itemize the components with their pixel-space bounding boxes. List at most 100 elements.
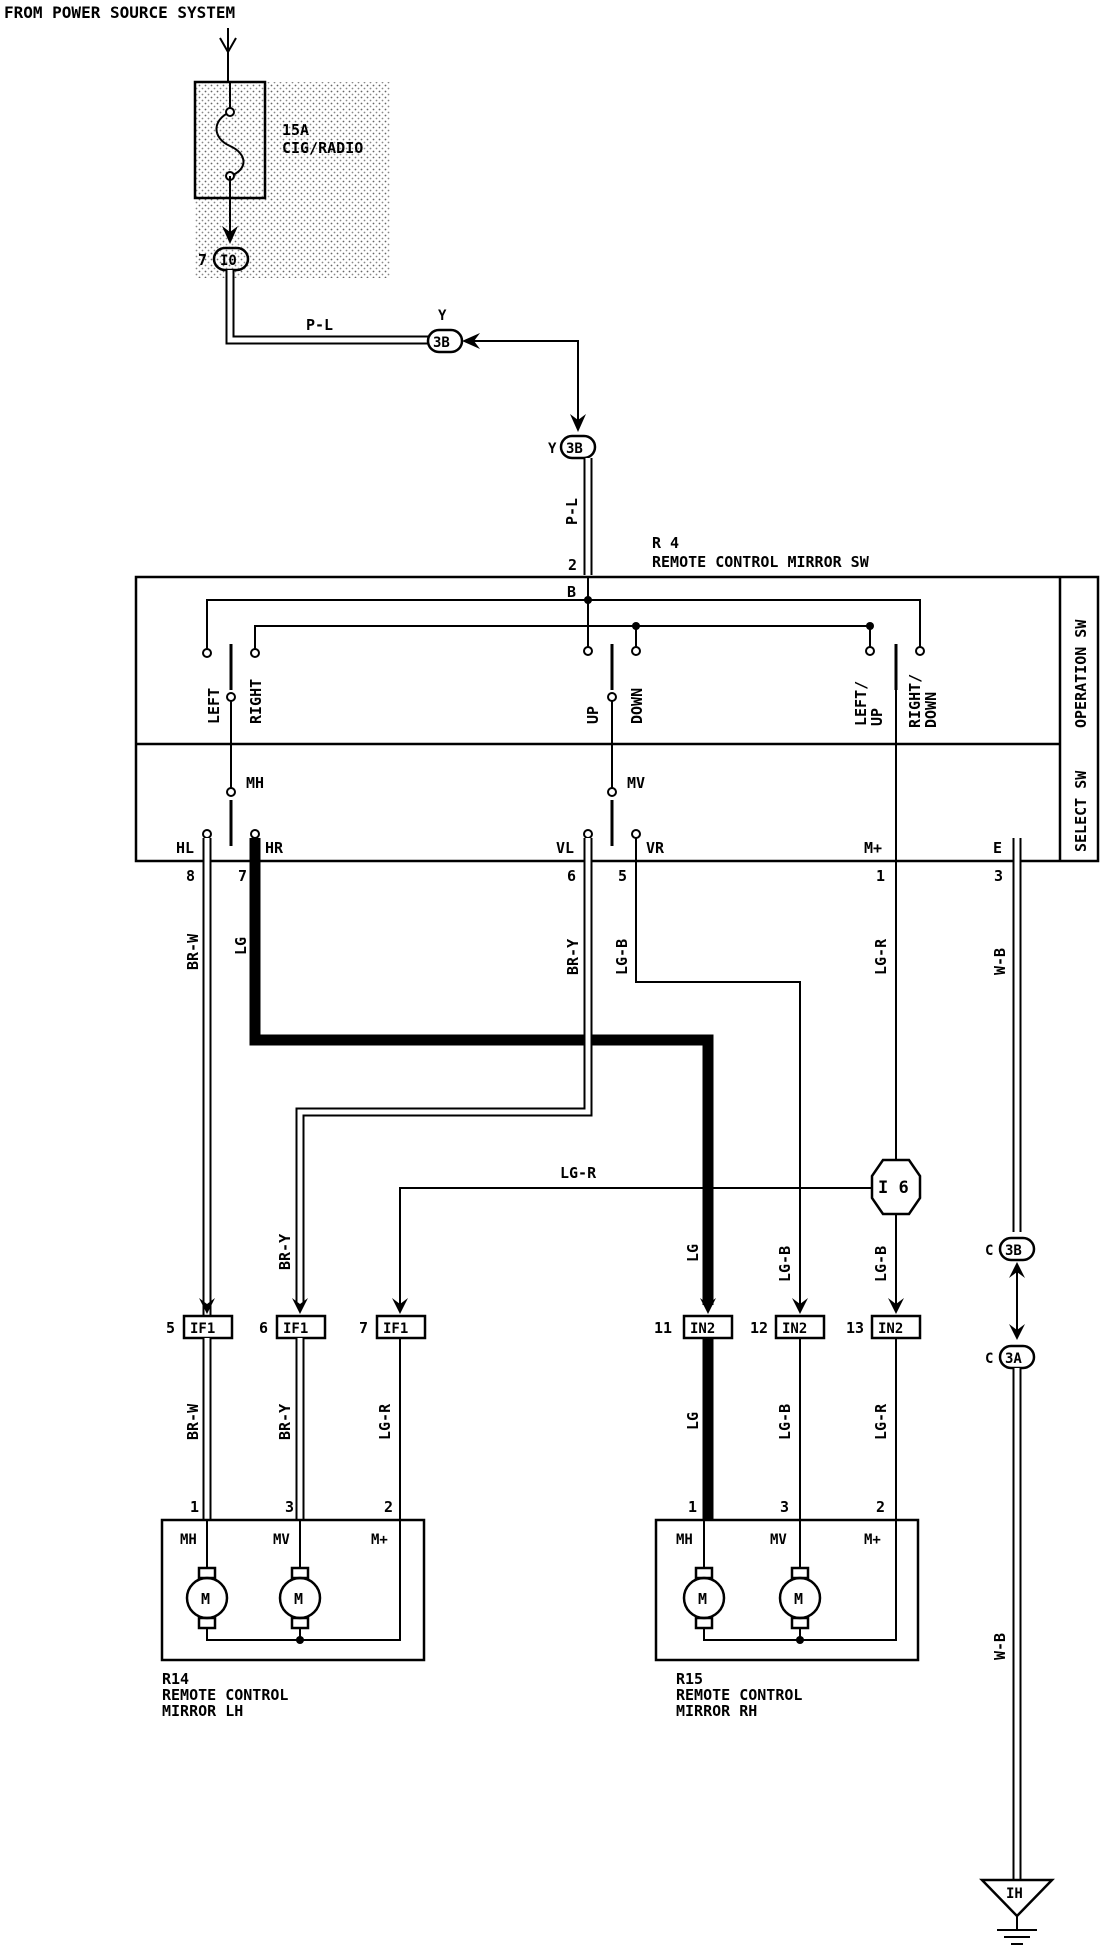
junction-in2-12-id: IN2 <box>782 1321 807 1337</box>
motor-label-3: M <box>698 1590 707 1608</box>
junction-in2-13-pin: 13 <box>846 1319 864 1337</box>
junction-if1-6-pin: 6 <box>259 1319 268 1337</box>
mirror-lh-pin-3: 3 <box>285 1498 294 1516</box>
ground-icon <box>997 1916 1037 1945</box>
mirror-lh-pin-1: 1 <box>190 1498 199 1516</box>
arrow-down-icon-3 <box>1009 1324 1025 1340</box>
mirror-lh-name2: MIRROR LH <box>162 1702 243 1720</box>
junction-if1-7-pin: 7 <box>359 1319 368 1337</box>
terminal-vr: VR <box>646 839 665 857</box>
switch-id: R 4 <box>652 534 679 552</box>
wire-label-br-y-bottom: BR-Y <box>276 1404 294 1440</box>
arrow-down-icon-2 <box>570 414 586 432</box>
connector-3b-middle-pin: Y <box>548 441 557 457</box>
position-down: DOWN <box>628 688 646 724</box>
mirror-rh-name1: REMOTE CONTROL <box>676 1686 802 1704</box>
arrow-left-icon <box>462 333 480 349</box>
header-text: FROM POWER SOURCE SYSTEM <box>4 3 235 22</box>
wire-label-lg-r-bottom: LG-R <box>376 1403 394 1440</box>
wire-label-lg-top: LG <box>232 937 250 955</box>
fuse-rating: 15A <box>282 121 309 139</box>
junction-i6-label: I 6 <box>878 1178 909 1198</box>
position-right-down-1: RIGHT/ <box>906 674 924 728</box>
switch-pin-3: 3 <box>994 867 1003 885</box>
operation-contacts <box>202 644 925 861</box>
switch-pin-6: 6 <box>567 867 576 885</box>
mirror-rh-pin-2: 2 <box>876 1498 885 1516</box>
wire-label-lg-r-bottom-2: LG-R <box>872 1403 890 1440</box>
connector-3b-upper-id: 3B <box>433 335 450 351</box>
wire-label-lg-r-horizontal: LG-R <box>560 1164 597 1182</box>
junction-if1-6-id: IF1 <box>283 1321 308 1337</box>
motor-label: M <box>201 1590 210 1608</box>
wire-label-lg-bottom: LG <box>684 1412 702 1430</box>
select-mh: MH <box>246 774 264 792</box>
terminal-e: E <box>993 839 1002 857</box>
mirror-lh-term-mh: MH <box>180 1532 197 1548</box>
junction-if1-5-id: IF1 <box>190 1321 215 1337</box>
mirror-lh-term-mv: MV <box>273 1532 290 1548</box>
arrow-up-icon <box>1009 1262 1025 1278</box>
connector-3b-lower-pin: C <box>985 1243 993 1259</box>
mirror-lh-pin-2: 2 <box>384 1498 393 1516</box>
connector-3a-pin: C <box>985 1351 993 1367</box>
switch-box <box>134 575 1100 863</box>
wire-label-lg-r-top: LG-R <box>872 938 890 975</box>
wire-label-lg-b-bottom: LG-B <box>776 1404 794 1440</box>
power-in-arrow <box>219 28 237 82</box>
switch-pin-b-label: B <box>567 583 576 601</box>
motor-label-2: M <box>294 1590 303 1608</box>
mirror-lh-id: R14 <box>162 1670 189 1688</box>
wire-label-p-l-vertical: P-L <box>563 498 581 525</box>
junction-if1-7-id: IF1 <box>383 1321 408 1337</box>
mirror-rh-pin-1: 1 <box>688 1498 697 1516</box>
connector-3a-id: 3A <box>1005 1351 1022 1367</box>
fuse-name: CIG/RADIO <box>282 139 363 157</box>
select-contacts <box>202 787 641 846</box>
junction-in2-11-id: IN2 <box>690 1321 715 1337</box>
switch-pin-8: 8 <box>186 867 195 885</box>
position-left: LEFT <box>205 688 223 724</box>
junction-arrows <box>199 1298 904 1314</box>
junction-in2-11-pin: 11 <box>654 1319 672 1337</box>
connector-i0-pin: 7 <box>198 251 207 269</box>
switch-name: REMOTE CONTROL MIRROR SW <box>652 553 870 571</box>
junction-i6 <box>870 1158 922 1216</box>
terminal-hr: HR <box>265 839 284 857</box>
wire-label-br-y-top: BR-Y <box>564 939 582 975</box>
position-left-up-2: UP <box>868 708 886 726</box>
connector-3b-lower-id: 3B <box>1005 1243 1022 1259</box>
mirror-rh-id: R15 <box>676 1670 703 1688</box>
connector-3b-middle-id: 3B <box>566 441 583 457</box>
connector-3b-middle <box>559 434 597 460</box>
fuse-icon <box>215 82 245 198</box>
position-right: RIGHT <box>247 679 265 724</box>
mirror-rh-term-mv: MV <box>770 1532 787 1548</box>
motor-label-4: M <box>794 1590 803 1608</box>
switch-pin-7: 7 <box>238 867 247 885</box>
mirror-rh-term-mh: MH <box>676 1532 693 1548</box>
terminal-m-plus: M+ <box>864 839 882 857</box>
junction-if1-5-pin: 5 <box>166 1319 175 1337</box>
terminal-hl: HL <box>176 839 194 857</box>
wire-label-w-b-bottom: W-B <box>991 1633 1009 1660</box>
position-left-up-1: LEFT/ <box>852 681 870 726</box>
junction-in2-13-id: IN2 <box>878 1321 903 1337</box>
arrow-down-icon <box>222 226 238 244</box>
mirror-lh: 1 3 2 MH MV M+ M M <box>160 1498 426 1662</box>
mirror-rh-term-m-plus: M+ <box>864 1532 881 1548</box>
wire-label-w-b-top: W-B <box>991 948 1009 975</box>
ground-connector <box>979 1878 1055 1918</box>
switch-bus <box>206 577 921 650</box>
ground-label: IH <box>1006 1886 1023 1902</box>
connector-3b-lower <box>998 1236 1036 1262</box>
wire-label-lg-b-mid1: LG-B <box>776 1246 794 1282</box>
switch-pin-5: 5 <box>618 867 627 885</box>
select-mv: MV <box>627 774 645 792</box>
operation-sw-label: OPERATION SW <box>1072 619 1090 728</box>
position-right-down-2: DOWN <box>922 692 940 728</box>
wire-label-br-w-top: BR-W <box>184 933 202 970</box>
wire-label-lg-b-mid2: LG-B <box>872 1246 890 1282</box>
wire-label-p-l-horizontal: P-L <box>306 316 333 334</box>
mirror-rh-name2: MIRROR RH <box>676 1702 757 1720</box>
